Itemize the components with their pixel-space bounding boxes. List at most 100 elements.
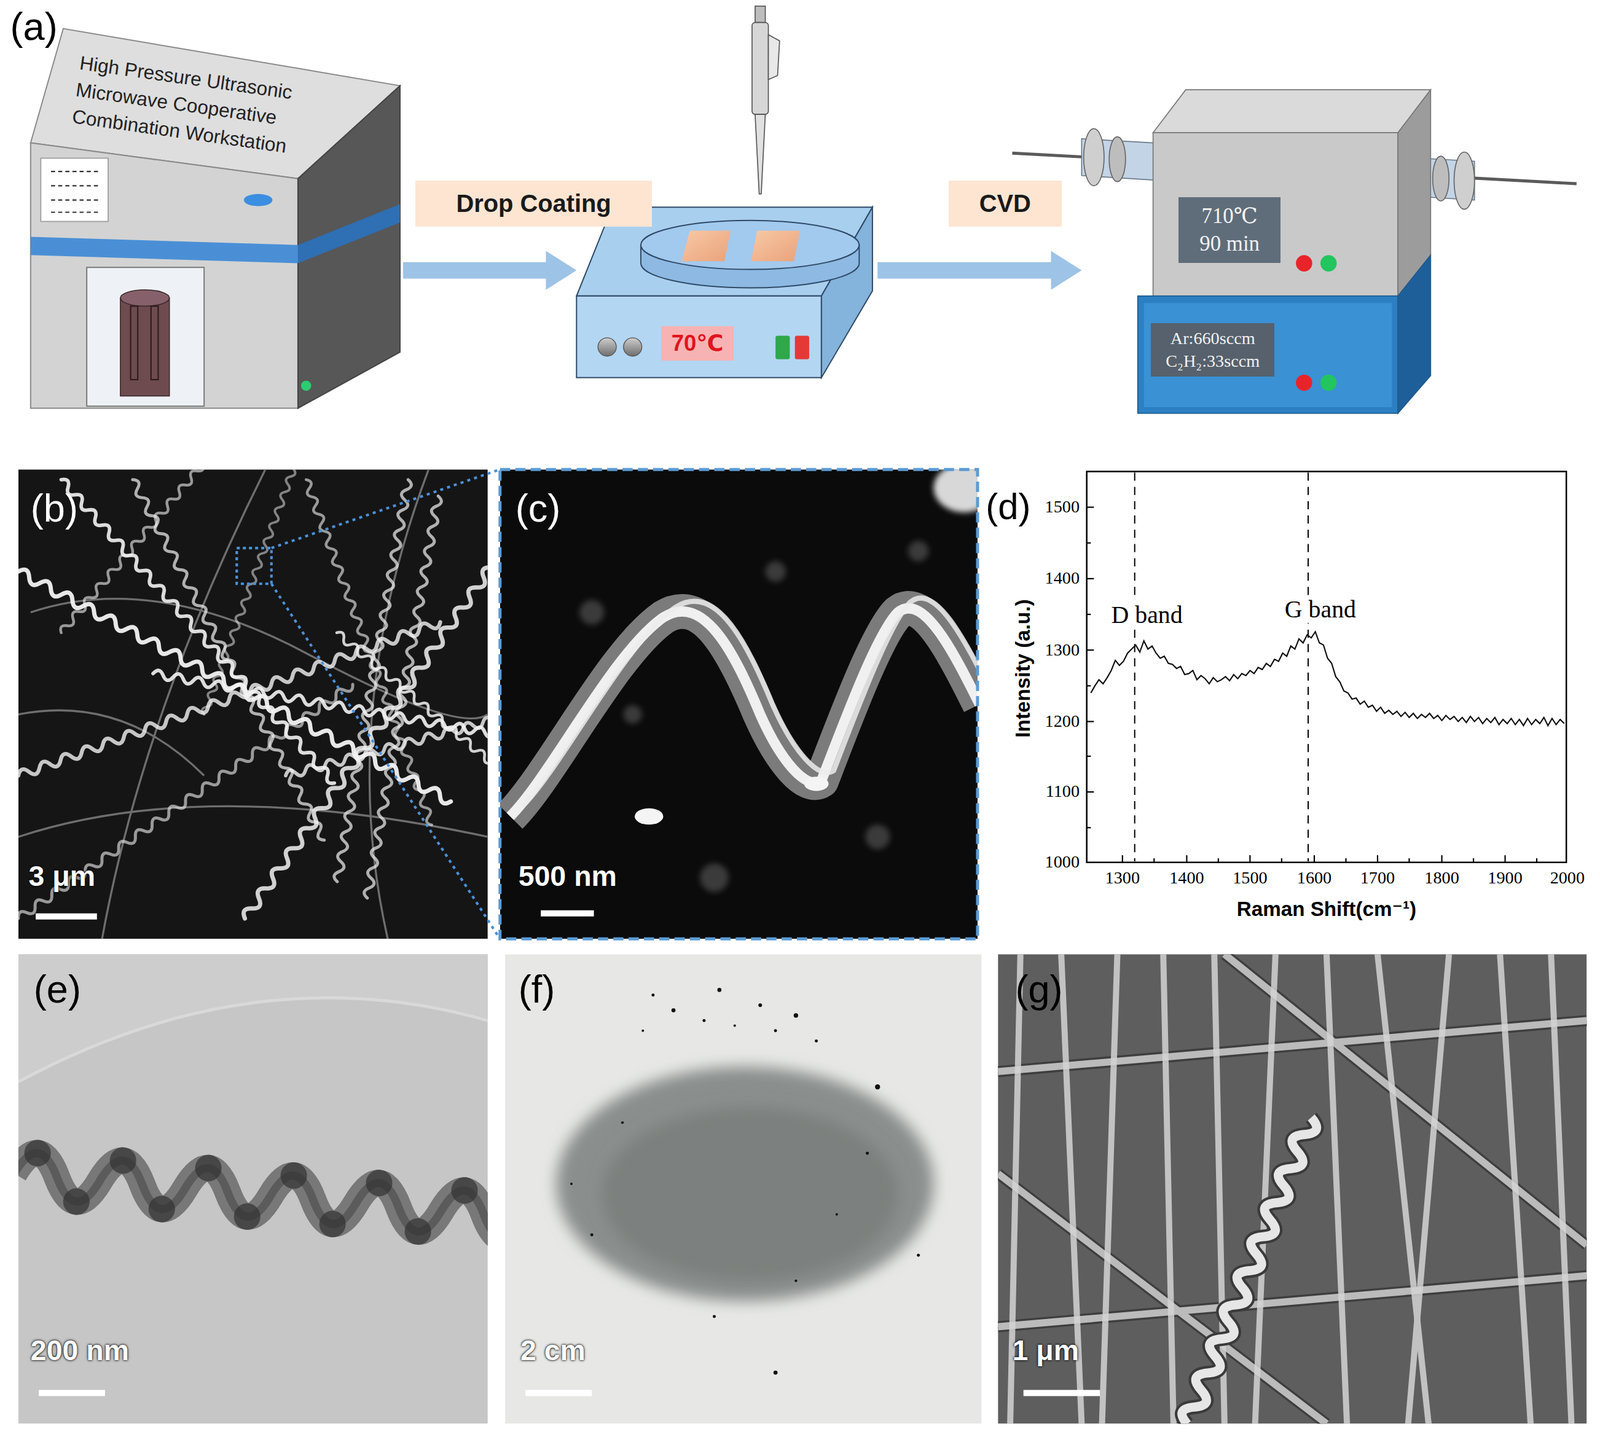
axis-tick-label: 1900 [1487,868,1522,888]
scale-bar [38,1390,106,1397]
figure-part [364,1168,394,1198]
figure-part [1086,578,1095,580]
figure-part [916,1254,920,1258]
temperature-display: 70℃ [661,326,734,361]
figure-part [450,1176,480,1205]
figure-part [795,336,810,360]
figure-part [120,290,170,307]
axis-tick-label: 1100 [1045,781,1080,802]
figure-part [1255,954,1276,1424]
figure-part [1408,954,1449,1424]
axis-tick-label: 1800 [1424,868,1459,888]
figure-part [556,1066,934,1302]
scale-bar-label: 3 μm [28,860,96,893]
figure-part [50,184,98,187]
figure-part [997,1173,1327,1424]
figure-part [129,478,329,843]
figure-part [18,1137,488,1255]
figure-part [1307,472,1309,862]
figure-part [997,1020,1587,1072]
figure-part [1153,89,1432,133]
figure-part [1499,954,1531,1424]
figure-part [30,143,299,409]
figure-part [1454,152,1475,210]
figure-part [1504,855,1506,863]
figure-part [18,954,488,1083]
step-label: Drop Coating [415,180,652,227]
figure-part [1326,954,1347,1424]
figure-part [623,705,643,724]
figure-part [1134,472,1136,862]
figure-part [1550,954,1572,1424]
zoom-line [271,469,501,549]
figure-part [50,170,98,173]
axis-tick-label: 1000 [1045,852,1080,872]
figure-part [794,1279,797,1283]
figure-part [1137,296,1398,414]
scale-bar-label: 2 cm [520,1334,586,1368]
figure-part [1086,542,1092,544]
figure-part [200,469,319,716]
figure-part [641,1029,644,1033]
scale-bar [1023,1390,1101,1397]
scale-bar [35,913,98,920]
scale-bar [525,1390,592,1397]
figure-part [1376,855,1379,863]
figure-part [232,1202,262,1232]
figure-part [1397,254,1431,413]
figure-part [755,6,766,23]
figure-part [1086,507,1537,863]
figure-part [908,540,929,561]
figure-part [1086,471,1567,863]
panel-letter: (c) [515,486,561,531]
figure-part [1090,631,1565,726]
figure-part [1083,128,1105,186]
figure-part [1086,827,1092,829]
zoom-line [271,583,501,939]
figure-part [590,1233,594,1237]
gas-flow-display: Ar:660sccm C₂H₂:33sccm [1150,323,1275,377]
zoom-frame [500,469,978,939]
figure-part [284,666,488,780]
peak-label: G band [1281,595,1360,624]
peak-label: D band [1108,600,1186,630]
figure-part [151,305,159,380]
figure-part [997,1276,1587,1328]
figure-part [768,34,780,80]
axis-tick-label: 1300 [1045,640,1080,660]
axis-title: Raman Shift(cm⁻¹) [1236,897,1417,922]
axis-tick-label: 1300 [1105,868,1140,888]
figure-part [874,1084,880,1090]
figure-part [865,1152,869,1156]
figure-part [1163,954,1174,1424]
tem-image [18,954,488,1424]
figure-part [758,1003,762,1008]
figure-part [108,1146,138,1176]
panel-letter: (f) [518,967,556,1012]
figure-part [602,1107,899,1281]
figure-part [997,1020,1587,1072]
furnace-illustration [1011,89,1577,414]
figure-part [318,1209,348,1239]
figure-part [755,114,766,195]
figure-part [1295,374,1313,392]
figure-part [865,824,890,850]
figure-part [1102,954,1118,1424]
figure-part [1179,1113,1320,1424]
figure-part [403,1217,433,1247]
figure-part [279,1161,309,1191]
workstation-illustration [30,28,400,409]
figure-part [579,600,604,625]
figure-part [505,954,982,1424]
figure-part [597,337,617,357]
figure-part [570,988,920,1376]
figure-part [19,1139,488,1254]
figure-part [50,211,98,213]
figure-part [775,336,790,360]
figure-part [1109,137,1126,182]
process-arrow [877,251,1082,291]
panel-letter: (b) [30,486,79,531]
